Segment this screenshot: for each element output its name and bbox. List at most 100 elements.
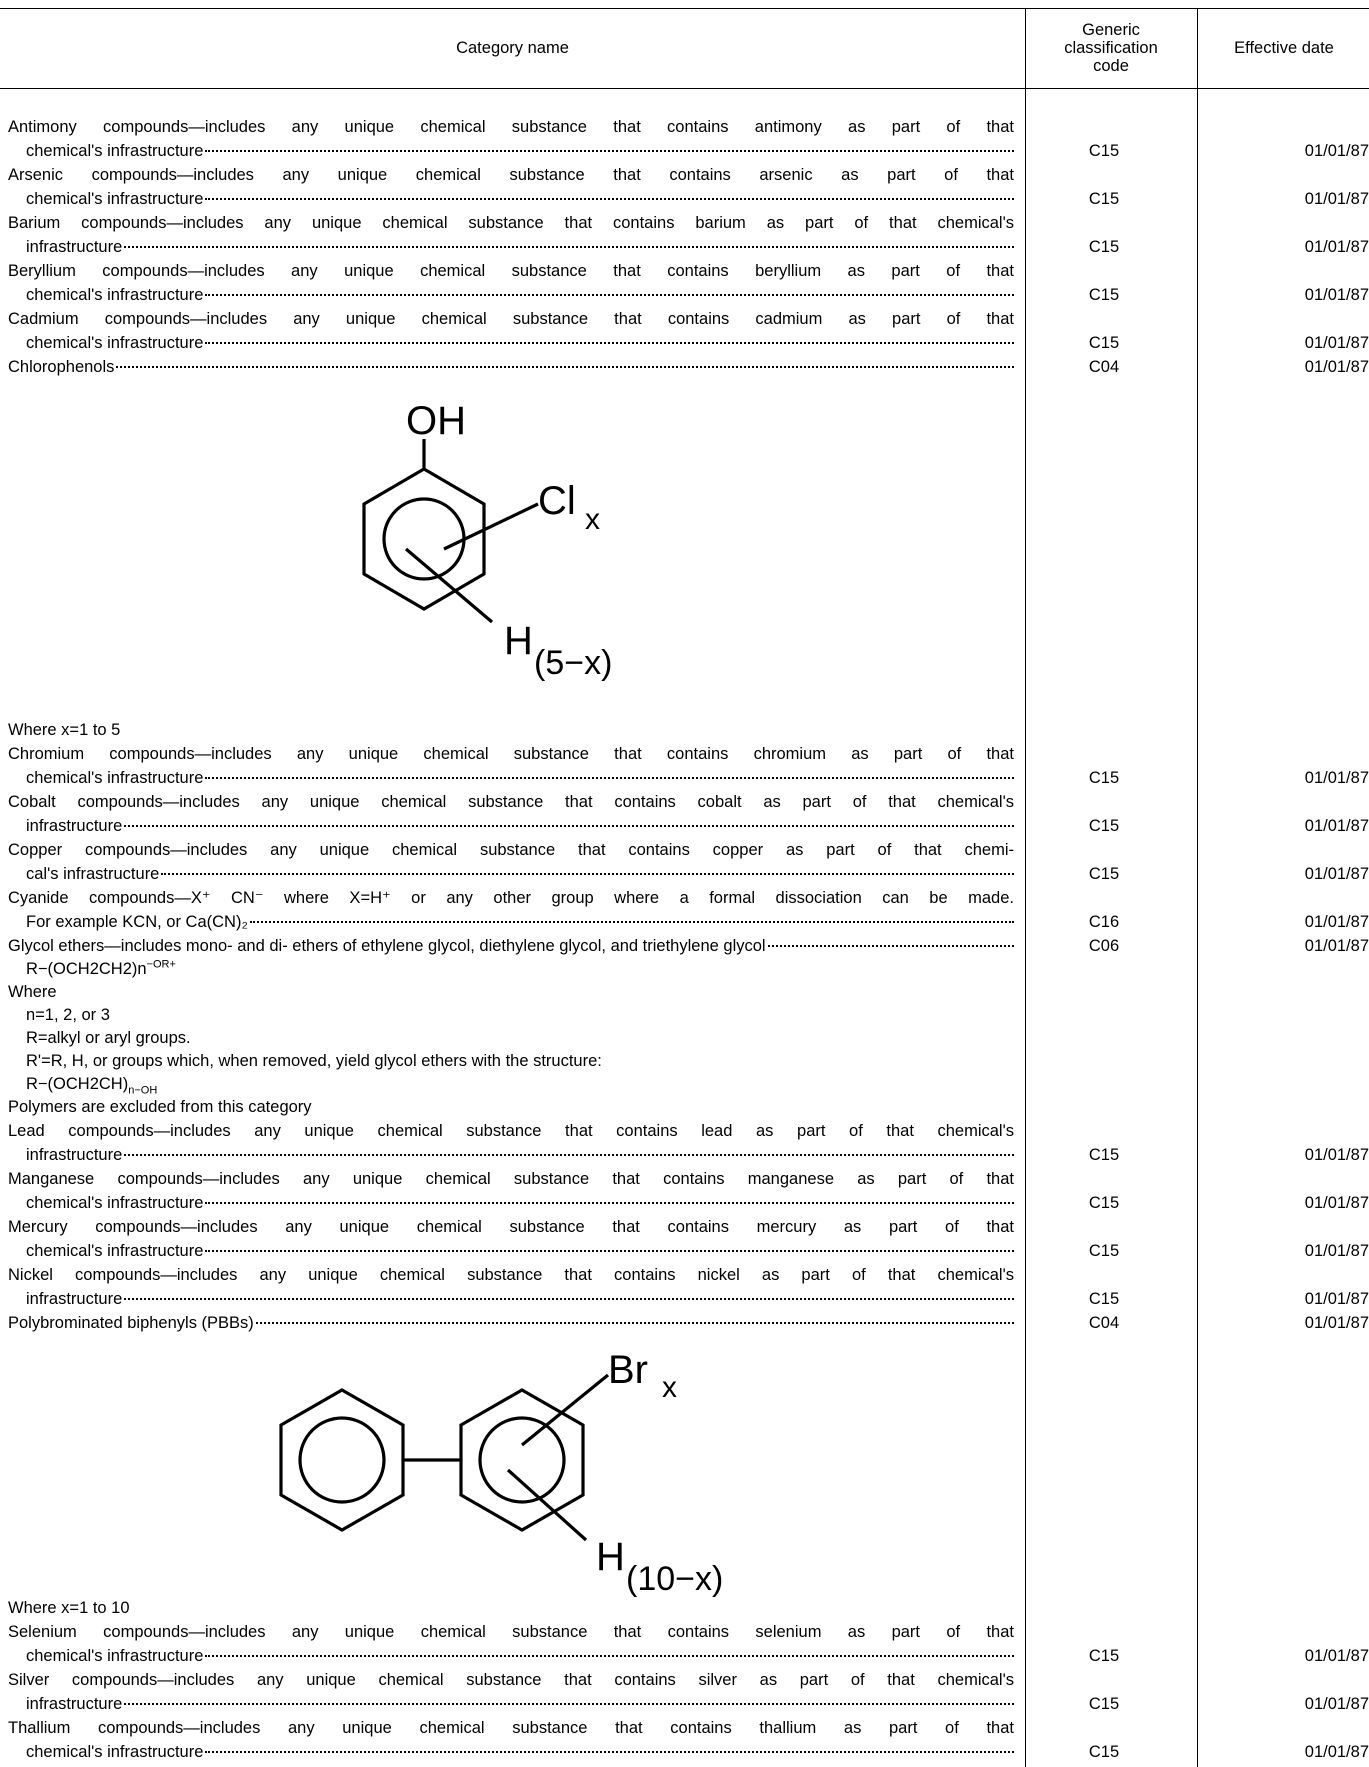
table-row: Antimony compounds—includes any unique c… bbox=[8, 115, 1369, 163]
table-row: Copper compounds—includes any unique che… bbox=[8, 838, 1369, 886]
table-row: Cobalt compounds—includes any unique che… bbox=[8, 790, 1369, 838]
row-text-cont: chemical's infrastructure bbox=[26, 286, 204, 304]
h-label: H bbox=[504, 619, 533, 663]
row-date: 01/01/87 bbox=[1304, 913, 1369, 931]
leader-dots bbox=[205, 1250, 1014, 1252]
row-text-cont: chemical's infrastructure bbox=[26, 1194, 204, 1212]
column-header-generic-code: Generic classification code bbox=[1064, 21, 1158, 75]
row-date: 01/01/87 bbox=[1304, 334, 1369, 352]
row-date: 01/01/87 bbox=[1304, 190, 1369, 208]
leader-dots bbox=[116, 366, 1014, 368]
chlorophenol-structure: OH Cl x H (5−x) bbox=[8, 379, 1369, 729]
formula-text: R−(OCH2CH) bbox=[26, 1075, 129, 1093]
leader-dots bbox=[124, 1154, 1014, 1156]
row-date: 01/01/87 bbox=[1304, 286, 1369, 304]
table-row-chlorophenols: Chlorophenols C04 01/01/87 bbox=[8, 355, 1369, 379]
row-date: 01/01/87 bbox=[1304, 865, 1369, 883]
row-text-cont: chemical's infrastructure bbox=[26, 190, 204, 208]
row-code: C15 bbox=[1088, 817, 1120, 835]
row-text: Cobalt compounds—includes any unique che… bbox=[8, 793, 1014, 811]
row-text-cont: chemical's infrastructure bbox=[26, 334, 204, 352]
row-date: 01/01/87 bbox=[1304, 1242, 1369, 1260]
leader-dots bbox=[205, 294, 1014, 296]
leader-dots bbox=[124, 825, 1014, 827]
leader-dots bbox=[767, 945, 1014, 947]
leader-dots bbox=[205, 198, 1014, 200]
h-subscript: (10−x) bbox=[626, 1560, 723, 1597]
row-text: Silver compounds—includes any unique che… bbox=[8, 1671, 1014, 1689]
oh-label: OH bbox=[406, 399, 466, 443]
row-date: 01/01/87 bbox=[1304, 1314, 1369, 1332]
leader-dots bbox=[124, 1298, 1014, 1300]
row-text-cont: chemical's infrastructure bbox=[26, 142, 204, 160]
row-date: 01/01/87 bbox=[1304, 937, 1369, 955]
row-date: 01/01/87 bbox=[1304, 817, 1369, 835]
row-text: Cadmium compounds—includes any unique ch… bbox=[8, 310, 1014, 328]
row-code: C15 bbox=[1088, 238, 1120, 256]
row-date: 01/01/87 bbox=[1304, 1146, 1369, 1164]
header-bottom-rule bbox=[0, 88, 1369, 89]
where-note: Where x=1 to 10 bbox=[8, 1599, 130, 1617]
glycol-formula-2: R−(OCH2CH)n−OH bbox=[8, 1073, 1369, 1096]
row-date: 01/01/87 bbox=[1304, 238, 1369, 256]
row-text: Cyanide compounds—X⁺ CN⁻ where X=H⁺ or a… bbox=[8, 889, 1014, 907]
row-code: C15 bbox=[1088, 1146, 1120, 1164]
br-subscript: x bbox=[662, 1371, 677, 1404]
glycol-r: R=alkyl or aryl groups. bbox=[26, 1029, 191, 1047]
formula-superscript: −OR+ bbox=[146, 958, 176, 971]
row-date: 01/01/87 bbox=[1304, 769, 1369, 787]
row-text-cont: chemical's infrastructure bbox=[26, 1647, 204, 1665]
table-row-glycol-ethers: Glycol ethers—includes mono- and di- eth… bbox=[8, 934, 1369, 958]
cl-label: Cl bbox=[538, 479, 576, 523]
leader-dots bbox=[255, 1322, 1014, 1324]
row-text-cont: For example KCN, or Ca(CN)₂ bbox=[26, 913, 248, 931]
chlorophenol-structure-drawing: OH Cl x H (5−x) bbox=[362, 399, 612, 682]
leader-dots bbox=[124, 1703, 1014, 1705]
row-text-cont: chemical's infrastructure bbox=[26, 1242, 204, 1260]
table-row: Nickel compounds—includes any unique che… bbox=[8, 1263, 1369, 1311]
row-text: Barium compounds—includes any unique che… bbox=[8, 214, 1014, 232]
row-text-cont: cal's infrastructure bbox=[26, 865, 160, 883]
row-text: Selenium compounds—includes any unique c… bbox=[8, 1623, 1014, 1641]
row-code: C15 bbox=[1088, 1290, 1120, 1308]
row-text: Antimony compounds—includes any unique c… bbox=[8, 118, 1014, 136]
row-code: C15 bbox=[1088, 865, 1120, 883]
pbb-structure-drawing: Br x H (10−x) bbox=[279, 1348, 723, 1597]
row-text-cont: infrastructure bbox=[26, 817, 123, 835]
row-text: Mercury compounds—includes any unique ch… bbox=[8, 1218, 1014, 1236]
row-date: 01/01/87 bbox=[1304, 142, 1369, 160]
br-label: Br bbox=[608, 1348, 648, 1392]
row-text-cont: infrastructure bbox=[26, 1290, 123, 1308]
table-top-rule bbox=[0, 8, 1369, 9]
glycol-polymers-note: Polymers are excluded from this category bbox=[8, 1098, 312, 1116]
row-code: C15 bbox=[1088, 769, 1120, 787]
column-rule-2 bbox=[1197, 8, 1198, 1767]
row-text: Beryllium compounds—includes any unique … bbox=[8, 262, 1014, 280]
table-row: Arsenic compounds—includes any unique ch… bbox=[8, 163, 1369, 211]
table-row: Manganese compounds—includes any unique … bbox=[8, 1167, 1369, 1215]
row-text: Arsenic compounds—includes any unique ch… bbox=[8, 166, 1014, 184]
h-label: H bbox=[596, 1535, 625, 1579]
formula-subscript: n−OH bbox=[128, 1084, 158, 1097]
table-row: Selenium compounds—includes any unique c… bbox=[8, 1620, 1369, 1668]
row-code: C15 bbox=[1088, 334, 1120, 352]
leader-dots bbox=[205, 1655, 1014, 1657]
cl-subscript: x bbox=[585, 503, 600, 536]
row-text: Lead compounds—includes any unique chemi… bbox=[8, 1122, 1014, 1140]
row-text: Thallium compounds—includes any unique c… bbox=[8, 1719, 1014, 1737]
row-text: Chlorophenols bbox=[8, 358, 115, 376]
table-row: Mercury compounds—includes any unique ch… bbox=[8, 1215, 1369, 1263]
row-code: C06 bbox=[1088, 937, 1120, 955]
table-row: Thallium compounds—includes any unique c… bbox=[8, 1716, 1369, 1764]
leader-dots bbox=[161, 873, 1014, 875]
row-date: 01/01/87 bbox=[1304, 1194, 1369, 1212]
row-code: C04 bbox=[1088, 358, 1120, 376]
row-date: 01/01/87 bbox=[1304, 1695, 1369, 1713]
row-text-cont: infrastructure bbox=[26, 1146, 123, 1164]
table-row: Chromium compounds—includes any unique c… bbox=[8, 742, 1369, 790]
table-row: Cadmium compounds—includes any unique ch… bbox=[8, 307, 1369, 355]
table-row: Silver compounds—includes any unique che… bbox=[8, 1668, 1369, 1716]
formula-text: R−(OCH2CH2)n bbox=[26, 960, 147, 978]
row-text-cont: chemical's infrastructure bbox=[26, 1743, 204, 1761]
column-rule-1 bbox=[1025, 8, 1026, 1767]
